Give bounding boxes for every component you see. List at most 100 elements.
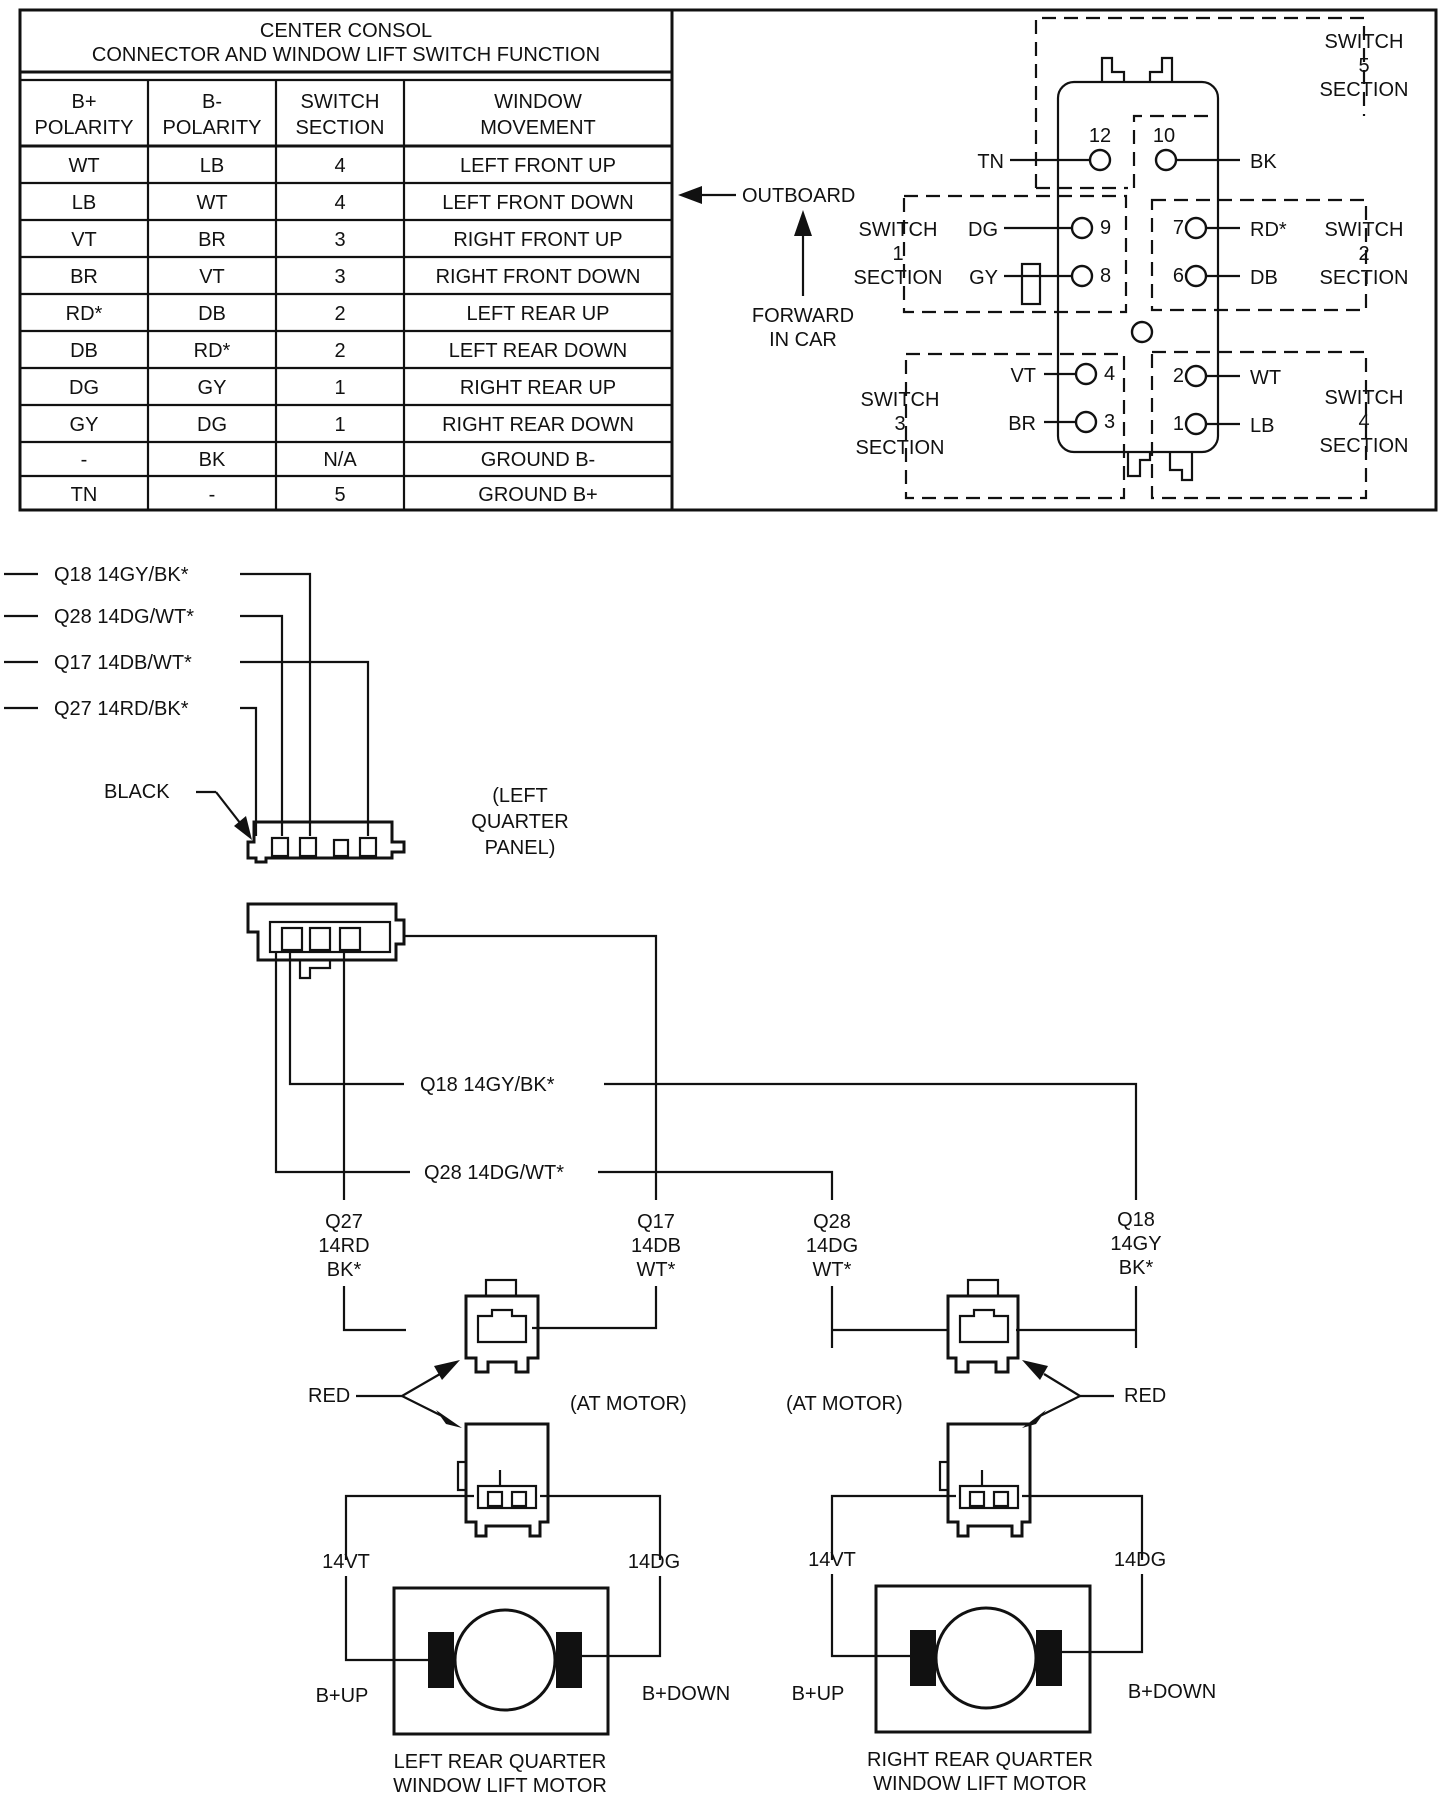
- header-b-minus-1: B-: [202, 91, 222, 113]
- drop-q27-line3: BK*: [327, 1259, 362, 1281]
- pin-4: [1074, 362, 1098, 386]
- outboard-arrow-icon: [678, 186, 702, 204]
- drop-q17-line3: WT*: [637, 1259, 676, 1281]
- wire-label-q17-in: Q17 14DB/WT*: [54, 652, 192, 674]
- table-row: GY DG 1 RIGHT REAR DOWN: [70, 414, 634, 436]
- header-b-minus-2: POLARITY: [163, 117, 262, 139]
- cell-b-minus: LB: [200, 155, 224, 177]
- section-5-label-1: SWITCH: [1325, 31, 1404, 53]
- cell-switch: 3: [334, 266, 345, 288]
- rear-quarter-wiring: Q18 14GY/BK* Q28 14DG/WT* Q17 14DB/WT* Q…: [4, 564, 1216, 1797]
- header-window-1: WINDOW: [494, 91, 582, 113]
- pin-7: [1184, 216, 1208, 240]
- cell-b-minus: VT: [199, 266, 225, 288]
- right-motor-connector: [946, 1422, 1032, 1538]
- cell-b-plus: BR: [70, 266, 98, 288]
- left-motor-housing: [392, 1586, 610, 1736]
- cell-b-plus: DG: [69, 377, 99, 399]
- header-b-plus-1: B+: [71, 91, 96, 113]
- pin-4-label: 4: [1104, 363, 1115, 385]
- cell-switch: 2: [334, 303, 345, 325]
- section-5-outline: [1034, 16, 1366, 190]
- right-motor-icon: [934, 1606, 1038, 1710]
- section-3-label-3: SECTION: [856, 437, 945, 459]
- cell-movement: LEFT FRONT DOWN: [442, 192, 633, 214]
- pin-1-label: 1: [1173, 413, 1184, 435]
- drop-q28-line2: 14DG: [806, 1235, 858, 1257]
- black-label: BLACK: [104, 781, 170, 803]
- section-2-outline: [1150, 198, 1368, 312]
- cell-b-plus: WT: [68, 155, 99, 177]
- black-connector: [246, 820, 406, 864]
- pin-8: [1070, 264, 1094, 288]
- center-console-connector: 12 10 9 8 7 6 4 3 2 1 TN BK DG GY RD* DB…: [670, 8, 1438, 512]
- pin-2-label: 2: [1173, 365, 1184, 387]
- cell-b-plus: GY: [70, 414, 99, 436]
- pin-7-label: 7: [1173, 217, 1184, 239]
- outboard-label: OUTBOARD: [742, 185, 855, 207]
- cell-switch: 2: [334, 340, 345, 362]
- table-row: DG GY 1 RIGHT REAR UP: [69, 377, 616, 399]
- table-title-line1: CENTER CONSOL: [260, 20, 432, 42]
- drop-q28-line3: WT*: [813, 1259, 852, 1281]
- wire-br-label: BR: [1008, 413, 1036, 435]
- drop-q27-line1: Q27: [325, 1211, 363, 1233]
- drop-q18-line3: BK*: [1119, 1257, 1154, 1279]
- forward-label-2: IN CAR: [769, 329, 837, 351]
- quarter-panel-line2: QUARTER: [471, 811, 568, 833]
- quarter-panel-line3: PANEL): [485, 837, 556, 859]
- right-motor-wire-dg: 14DG: [1114, 1549, 1166, 1571]
- quarter-panel-line1: (LEFT: [492, 785, 548, 807]
- right-motor-wire-vt: 14VT: [808, 1549, 856, 1571]
- at-motor-left: (AT MOTOR): [570, 1393, 687, 1415]
- red-label-right: RED: [1124, 1385, 1166, 1407]
- pin-9-label: 9: [1100, 217, 1111, 239]
- wire-label-q18-in: Q18 14GY/BK*: [54, 564, 189, 586]
- table-row: DB RD* 2 LEFT REAR DOWN: [70, 340, 627, 362]
- table-row: WT LB 4 LEFT FRONT UP: [68, 155, 616, 177]
- section-5-label-3: SECTION: [1320, 79, 1409, 101]
- wire-gy-label: GY: [969, 267, 998, 289]
- left-motor-connector: [464, 1422, 550, 1538]
- forward-label-1: FORWARD: [752, 305, 854, 327]
- pin-10: [1154, 148, 1178, 172]
- table-row: RD* DB 2 LEFT REAR UP: [66, 303, 610, 325]
- wire-wt-label: WT: [1250, 367, 1281, 389]
- wire-lb-label: LB: [1250, 415, 1274, 437]
- right-harness-connector: [946, 1294, 1020, 1374]
- cell-b-minus: DB: [198, 303, 226, 325]
- table-row: LB WT 4 LEFT FRONT DOWN: [72, 192, 634, 214]
- right-motor-housing: [874, 1584, 1092, 1734]
- pin-1: [1184, 412, 1208, 436]
- cell-b-plus: DB: [70, 340, 98, 362]
- cell-movement: RIGHT REAR DOWN: [442, 414, 634, 436]
- right-motor-name-2: WINDOW LIFT MOTOR: [873, 1773, 1087, 1795]
- section-4-label-2: 4: [1358, 411, 1369, 433]
- left-harness-connector: [464, 1294, 540, 1374]
- section-1-label-2: 1: [892, 243, 903, 265]
- wire-label-q28-in: Q28 14DG/WT*: [54, 606, 194, 628]
- table-title-line2: CONNECTOR AND WINDOW LIFT SWITCH FUNCTIO…: [92, 44, 600, 66]
- section-5-label-2: 5: [1358, 55, 1369, 77]
- cell-b-plus: LB: [72, 192, 96, 214]
- header-switch-1: SWITCH: [301, 91, 380, 113]
- pin-2: [1184, 364, 1208, 388]
- pin-9: [1070, 216, 1094, 240]
- red-label-left: RED: [308, 1385, 350, 1407]
- cell-movement: LEFT REAR DOWN: [449, 340, 628, 362]
- pin-10-label: 10: [1153, 125, 1175, 147]
- drop-q17-line2: 14DB: [631, 1235, 681, 1257]
- table-row: BR VT 3 RIGHT FRONT DOWN: [70, 266, 640, 288]
- left-motor-wire-vt: 14VT: [322, 1551, 370, 1573]
- wire-dg-label: DG: [968, 219, 998, 241]
- cell-b-plus: TN: [71, 484, 98, 506]
- wire-rd-label: RD*: [1250, 219, 1287, 241]
- cell-movement: GROUND B-: [481, 449, 595, 471]
- pin-6-label: 6: [1173, 265, 1184, 287]
- cell-movement: GROUND B+: [478, 484, 597, 506]
- pin-3: [1074, 410, 1098, 434]
- section-center-outline: [1132, 114, 1214, 188]
- drop-q18-line2: 14GY: [1110, 1233, 1161, 1255]
- right-motor-b-up: B+UP: [792, 1683, 845, 1705]
